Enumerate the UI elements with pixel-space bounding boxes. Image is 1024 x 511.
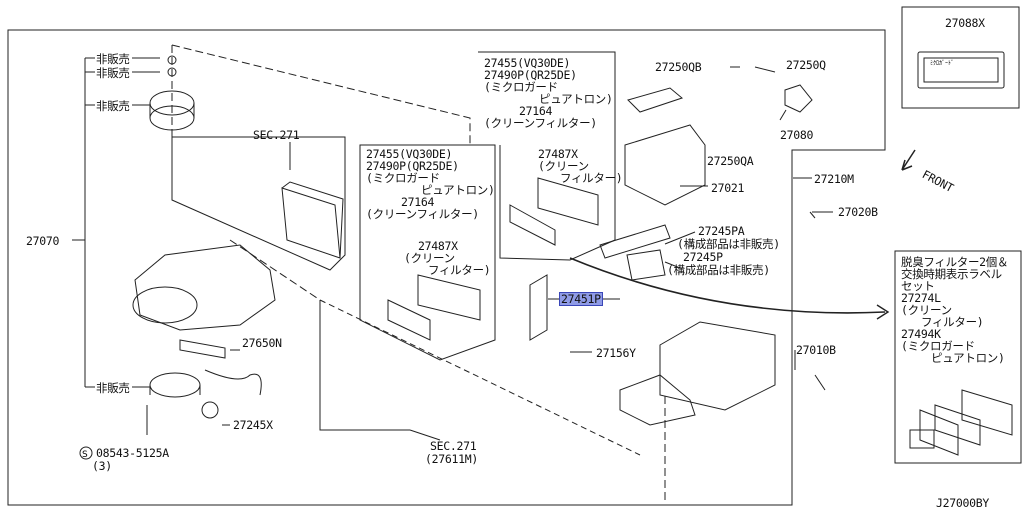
kit-line-2: 交換時期表示ラベル [901,267,1002,281]
kit-line-9: ピュアトロン) [931,351,1005,365]
upper-line-1: 27455(VQ30DE) [484,56,571,70]
part-27250qa: 27250QA [707,154,754,168]
mid-line-1: 27455(VQ30DE) [366,147,453,161]
upper-line-4: ピュアトロン) [539,92,613,106]
sec271-bottom-sub: (27611M) [425,452,478,466]
mid-line-3: (ミクロガード [366,171,440,185]
sec271-top: SEC.271 [253,128,300,142]
filter-box-mid [359,144,496,361]
kit-line-1: 脱臭フィルター2個＆ [901,255,1009,269]
kit-line-3: セット [901,279,935,293]
not-sold-label-2: 非販売 [96,66,130,80]
part-27210m: 27210M [814,172,854,186]
label-box [901,6,1020,109]
kit-box [894,250,1022,464]
part-27245p: 27245P [683,250,723,264]
part-27245x: 27245X [233,418,273,432]
part-27250q: 27250Q [786,58,826,72]
screw-qty: (3) [92,459,112,473]
part-27010b: 27010B [796,343,836,357]
upper-sub-2: (クリーン [538,159,589,173]
main-frame [7,29,886,506]
not-sold-label-1: 非販売 [96,52,130,66]
filter-box-upper [478,51,616,261]
upper-line-5: 27164 [519,104,553,118]
part-27088x: 27088X [945,16,985,30]
svg-text:S: S [82,450,88,460]
part-27245pa-note: (構成部品は非販売) [677,237,780,251]
mid-line-6: (クリーンフィルター) [366,207,479,221]
kit-line-7: 27494K [901,327,941,341]
filter-box-mid-text: 27455(VQ30DE) 27490P(QR25DE) (ミクロガード ピュア… [366,148,495,220]
filter-box-upper-text: 27455(VQ30DE) 27490P(QR25DE) (ミクロガード ピュア… [484,57,613,129]
mid-line-5: 27164 [401,195,435,209]
part-27250qb: 27250QB [655,60,702,74]
mid-line-2: 27490P(QR25DE) [366,159,459,173]
kit-line-5: (クリーン [901,303,952,317]
not-sold-label-4: 非販売 [96,381,130,395]
mid-sub-2: (クリーン [404,251,455,265]
screw-code: 08543-5125A [96,446,169,460]
sec271-bottom: SEC.271 [430,439,477,453]
reference-code: J27000BY [936,496,989,510]
part-27245pa: 27245PA [698,224,745,238]
mid-sub-1: 27487X [418,239,458,253]
not-sold-label-3: 非販売 [96,99,130,113]
part-27156y: 27156Y [596,346,636,360]
upper-sub-3: フィルター) [560,171,623,185]
part-27020b: 27020B [838,205,878,219]
sec271-top-box [171,136,346,271]
part-27080: 27080 [780,128,814,142]
upper-line-3: (ミクロガード [484,80,558,94]
upper-line-6: (クリーンフィルター) [484,116,597,130]
filter-box-upper-sub: 27487X (クリーン フィルター) [538,147,623,185]
label-sticker-text: ﾐｸﾛｶﾞｰﾄﾞ [930,60,954,67]
kit-line-4: 27274L [901,291,941,305]
mid-line-4: ピュアトロン) [421,183,495,197]
part-27070: 27070 [26,234,60,248]
filter-box-mid-sub: 27487X (クリーン フィルター) [404,239,491,277]
upper-line-2: 27490P(QR25DE) [484,68,577,82]
kit-line-8: (ミクロガード [901,339,975,353]
part-27451p[interactable]: 27451P [559,292,603,306]
part-27245p-note: (構成部品は非販売) [667,263,770,277]
part-27650n: 27650N [242,336,282,350]
kit-box-text: 脱臭フィルター2個＆ 交換時期表示ラベル セット 27274L (クリーン フィ… [901,255,1009,365]
mid-sub-3: フィルター) [428,263,491,277]
upper-sub-1: 27487X [538,147,578,161]
part-27021: 27021 [711,181,745,195]
kit-line-6: フィルター) [921,315,984,329]
